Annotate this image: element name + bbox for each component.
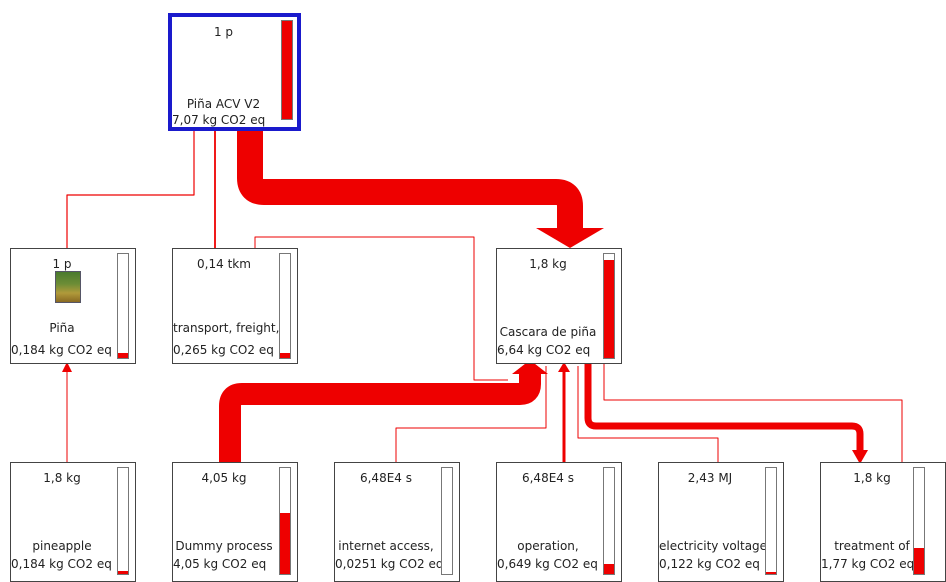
impact-meter-fill [604, 564, 614, 574]
impact-meter-fill [280, 353, 290, 358]
node-name: internet access, [338, 539, 434, 553]
node-amount: 4,05 kg [201, 471, 247, 485]
node-impact: 0,122 kg CO2 eq [659, 557, 760, 571]
node-impact: 1,77 kg CO2 eq [821, 557, 915, 571]
node-impact: 0,649 kg CO2 eq [497, 557, 598, 571]
node-impact: 7,07 kg CO2 eq [172, 113, 266, 127]
flow-root-to-cascara [237, 130, 583, 230]
node-amount: 1 p [52, 257, 72, 271]
node-amount: 1,8 kg [43, 471, 81, 485]
node-name: Piña ACV V2 [186, 97, 261, 111]
process-node-treatment[interactable]: 1,8 kg treatment of 1,77 kg CO2 eq [820, 462, 946, 582]
impact-meter-fill [766, 572, 776, 574]
impact-meter [281, 20, 293, 120]
node-impact: 0,0251 kg CO2 eq [335, 557, 444, 571]
node-amount: 1,8 kg [853, 471, 891, 485]
impact-meter [603, 467, 615, 575]
flow-internet-to-cascara [395, 366, 547, 462]
process-node-pina[interactable]: 1 p Piña 0,184 kg CO2 eq [10, 248, 136, 364]
impact-meter-fill [282, 21, 292, 119]
impact-meter [765, 467, 777, 575]
node-name: treatment of [834, 539, 910, 553]
flow-network [62, 130, 903, 464]
node-name: Cascara de piña [499, 325, 597, 339]
impact-meter-fill [118, 353, 128, 358]
impact-meter-fill [280, 512, 290, 574]
node-name: Dummy process [175, 539, 273, 553]
flow-dummy-to-cascara [219, 372, 541, 462]
flow-root-to-pina [66, 130, 195, 248]
flow-cascara-to-treatment [584, 364, 864, 452]
impact-meter [913, 467, 925, 575]
process-node-transport[interactable]: 0,14 tkm transport, freight, 0,265 kg CO… [172, 248, 298, 364]
impact-meter [279, 253, 291, 359]
impact-meter [603, 253, 615, 359]
node-amount: 6,48E4 s [359, 471, 412, 485]
node-impact: 4,05 kg CO2 eq [173, 557, 267, 571]
flow-cascara-to-treatment-secondary [603, 364, 903, 462]
process-node-pineapple[interactable]: 1,8 kg pineapple 0,184 kg CO2 eq [10, 462, 136, 582]
process-node-cascara[interactable]: 1,8 kg Cascara de piña 6,64 kg CO2 eq [496, 248, 622, 364]
flow-arrow-root-cascara [536, 228, 604, 248]
flow-electricity-to-cascara [577, 366, 719, 462]
node-impact: 0,184 kg CO2 eq [11, 557, 112, 571]
node-name: transport, freight, [173, 321, 280, 335]
node-amount: 2,43 MJ [687, 471, 733, 485]
process-node-electricity[interactable]: 2,43 MJ electricity voltage 0,122 kg CO2… [658, 462, 784, 582]
node-amount: 0,14 tkm [197, 257, 251, 271]
impact-meter [117, 467, 129, 575]
node-name: operation, [517, 539, 579, 553]
impact-meter [279, 467, 291, 575]
node-amount: 1,8 kg [529, 257, 567, 271]
node-impact: 6,64 kg CO2 eq [497, 343, 591, 357]
impact-meter-fill [118, 571, 128, 574]
impact-meter-fill [914, 547, 924, 574]
process-node-dummy[interactable]: 4,05 kg Dummy process 4,05 kg CO2 eq [172, 462, 298, 582]
process-node-operation[interactable]: 6,48E4 s operation, 0,649 kg CO2 eq [496, 462, 622, 582]
node-name: electricity voltage [659, 539, 768, 553]
node-amount: 6,48E4 s [521, 471, 574, 485]
process-node-internet[interactable]: 6,48E4 s internet access, 0,0251 kg CO2 … [334, 462, 460, 582]
flow-transport-to-cascara [254, 236, 508, 381]
node-impact: 0,265 kg CO2 eq [173, 343, 274, 357]
process-node-root[interactable]: 1 p Piña ACV V2 7,07 kg CO2 eq [168, 13, 301, 131]
node-impact: 0,184 kg CO2 eq [11, 343, 112, 357]
node-name: pineapple [32, 539, 92, 553]
node-amount: 1 p [213, 25, 234, 39]
node-name: Piña [49, 321, 75, 335]
impact-meter [441, 467, 453, 575]
impact-meter [117, 253, 129, 359]
impact-meter-fill [604, 260, 614, 358]
pineapple-photo-icon [55, 271, 81, 303]
